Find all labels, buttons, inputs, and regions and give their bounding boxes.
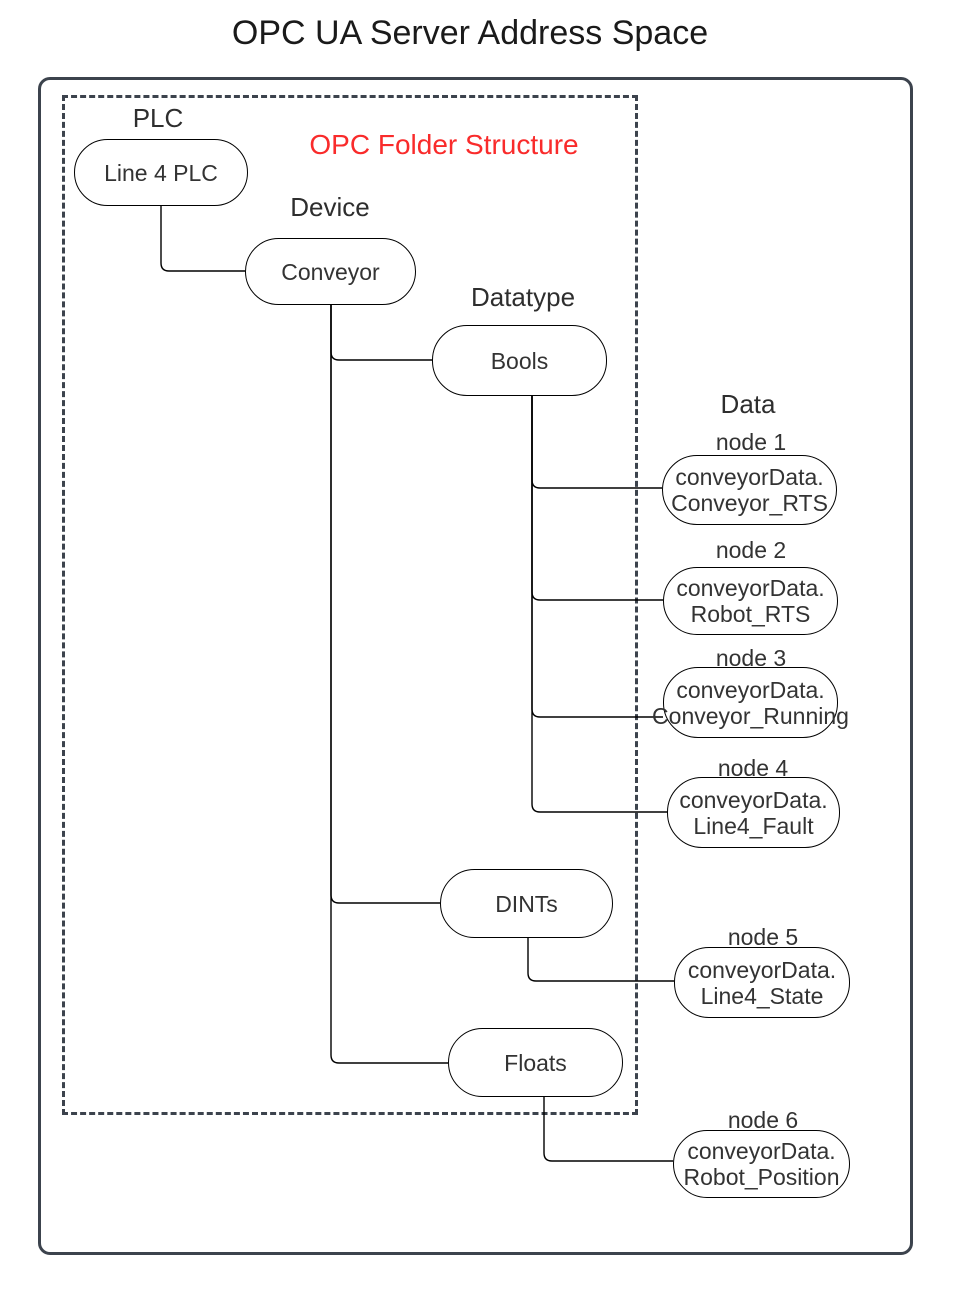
- data-node-3-line1: conveyorData.: [676, 676, 825, 703]
- datatype-node-dints: DINTs: [440, 869, 613, 938]
- device-node-label: Conveyor: [281, 258, 380, 285]
- node-id-label-4: node 4: [717, 755, 789, 781]
- connector-bools-node1: [531, 396, 662, 489]
- column-header-datatype: Datatype: [470, 282, 576, 312]
- data-node-3: conveyorData. Conveyor_Running: [652, 667, 849, 738]
- node-id-label-5: node 5: [727, 924, 799, 950]
- data-node-1-line1: conveyorData.: [675, 464, 824, 491]
- connector-floats-node6: [543, 1097, 673, 1162]
- address-space-boundary: [38, 77, 913, 1255]
- connector-conveyor-dints: [330, 305, 440, 904]
- connector-bools-node3: [531, 396, 663, 718]
- datatype-node-bools: Bools: [432, 325, 607, 396]
- data-node-3-line2: Conveyor_Running: [652, 702, 849, 729]
- data-node-5-line1: conveyorData.: [687, 956, 837, 983]
- data-node-6-line1: conveyorData.: [687, 1138, 836, 1165]
- data-node-1-line2: Conveyor_RTS: [671, 490, 828, 516]
- datatype-node-bools-label: Bools: [490, 347, 549, 374]
- data-node-4-line2: Line4_Fault: [693, 812, 814, 839]
- plc-node: Line 4 PLC: [74, 139, 248, 206]
- datatype-node-floats-label: Floats: [504, 1049, 567, 1076]
- data-node-5-line2: Line4_State: [700, 982, 824, 1009]
- datatype-node-floats: Floats: [448, 1028, 623, 1097]
- data-node-6-line2: Robot_Position: [683, 1164, 840, 1190]
- diagram-title: OPC UA Server Address Space: [231, 14, 709, 52]
- data-node-1: conveyorData. Conveyor_RTS: [662, 455, 837, 525]
- datatype-node-dints-label: DINTs: [495, 890, 558, 917]
- data-node-6: conveyorData. Robot_Position: [673, 1130, 850, 1198]
- connector-dints-node5: [527, 938, 674, 982]
- connector-bools-node2: [531, 396, 663, 601]
- node-id-label-1: node 1: [715, 429, 787, 455]
- node-id-label-2: node 2: [715, 537, 787, 563]
- connector-conveyor-floats: [330, 305, 448, 1064]
- connector-plc-conveyor: [160, 206, 245, 272]
- data-node-4: conveyorData. Line4_Fault: [667, 777, 840, 848]
- connector-conveyor-bools: [330, 305, 432, 361]
- column-header-plc: PLC: [132, 103, 184, 133]
- plc-node-label: Line 4 PLC: [104, 159, 218, 186]
- data-node-5: conveyorData. Line4_State: [674, 947, 850, 1018]
- connector-bools-node4: [531, 396, 667, 813]
- node-id-label-3: node 3: [715, 645, 787, 671]
- column-header-device: Device: [290, 192, 370, 222]
- node-id-label-6: node 6: [727, 1107, 799, 1133]
- column-header-data: Data: [720, 389, 776, 419]
- data-node-2: conveyorData. Robot_RTS: [663, 567, 838, 635]
- data-node-2-line2: Robot_RTS: [690, 601, 811, 627]
- device-node: Conveyor: [245, 238, 416, 305]
- opc-folder-structure-label: OPC Folder Structure: [309, 129, 579, 160]
- opc-folder-structure-boundary: [62, 95, 638, 1115]
- data-node-4-line1: conveyorData.: [679, 786, 828, 813]
- data-node-2-line1: conveyorData.: [676, 575, 825, 602]
